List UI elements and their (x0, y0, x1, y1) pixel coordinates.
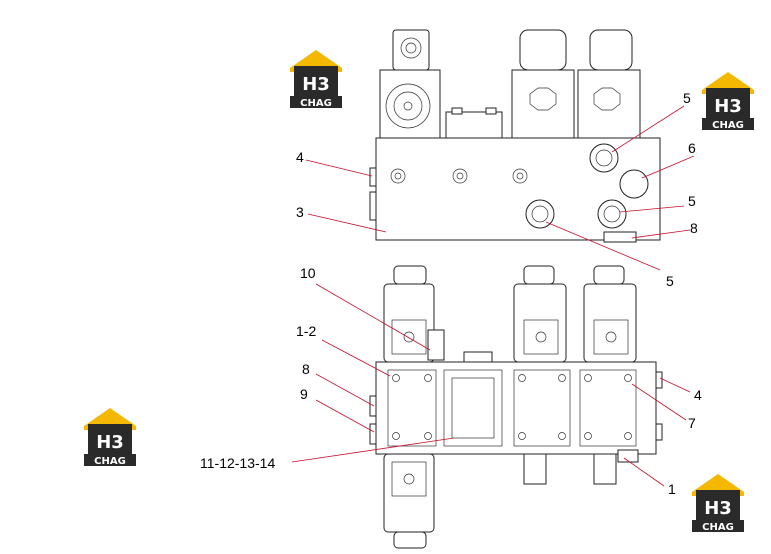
logo-mark: H3 (302, 74, 330, 95)
callout-1-2: 1-2 (296, 323, 316, 339)
callout-10: 10 (300, 265, 316, 281)
logo-wordmark: CHAG (94, 456, 126, 467)
callout-8-top: 8 (690, 220, 698, 236)
callout-8-bottom: 8 (302, 361, 310, 377)
callout-7: 7 (688, 415, 696, 431)
bottom-view-assembly (369, 265, 663, 549)
callout-4-bottom: 4 (694, 387, 702, 403)
bottom-view-leaders (291, 283, 691, 487)
callout-6: 6 (688, 140, 696, 156)
top-view-leaders (305, 105, 695, 271)
callout-5-top-c: 5 (666, 273, 674, 289)
callout-1: 1 (668, 481, 676, 497)
logo-wordmark: CHAG (300, 98, 332, 109)
callout-11-12-13-14: 11-12-13-14 (200, 455, 275, 471)
top-view-assembly (369, 29, 661, 243)
logo-top-right: H3 CHAG (702, 72, 754, 131)
callout-9: 9 (300, 386, 308, 402)
callout-3: 3 (296, 204, 304, 220)
callout-4-top: 4 (296, 149, 304, 165)
logo-top-left: H3 CHAG (290, 50, 342, 109)
logo-wordmark: CHAG (702, 522, 734, 533)
logo-bottom-right: H3 CHAG (692, 474, 744, 533)
logo-mark: H3 (96, 432, 124, 453)
logo-mark: H3 (714, 96, 742, 117)
logo-wordmark: CHAG (712, 120, 744, 131)
logo-mark: H3 (704, 498, 732, 519)
callout-5-top-a: 5 (683, 90, 691, 106)
callout-5-top-b: 5 (688, 193, 696, 209)
logo-mid-left: H3 CHAG (84, 408, 136, 467)
